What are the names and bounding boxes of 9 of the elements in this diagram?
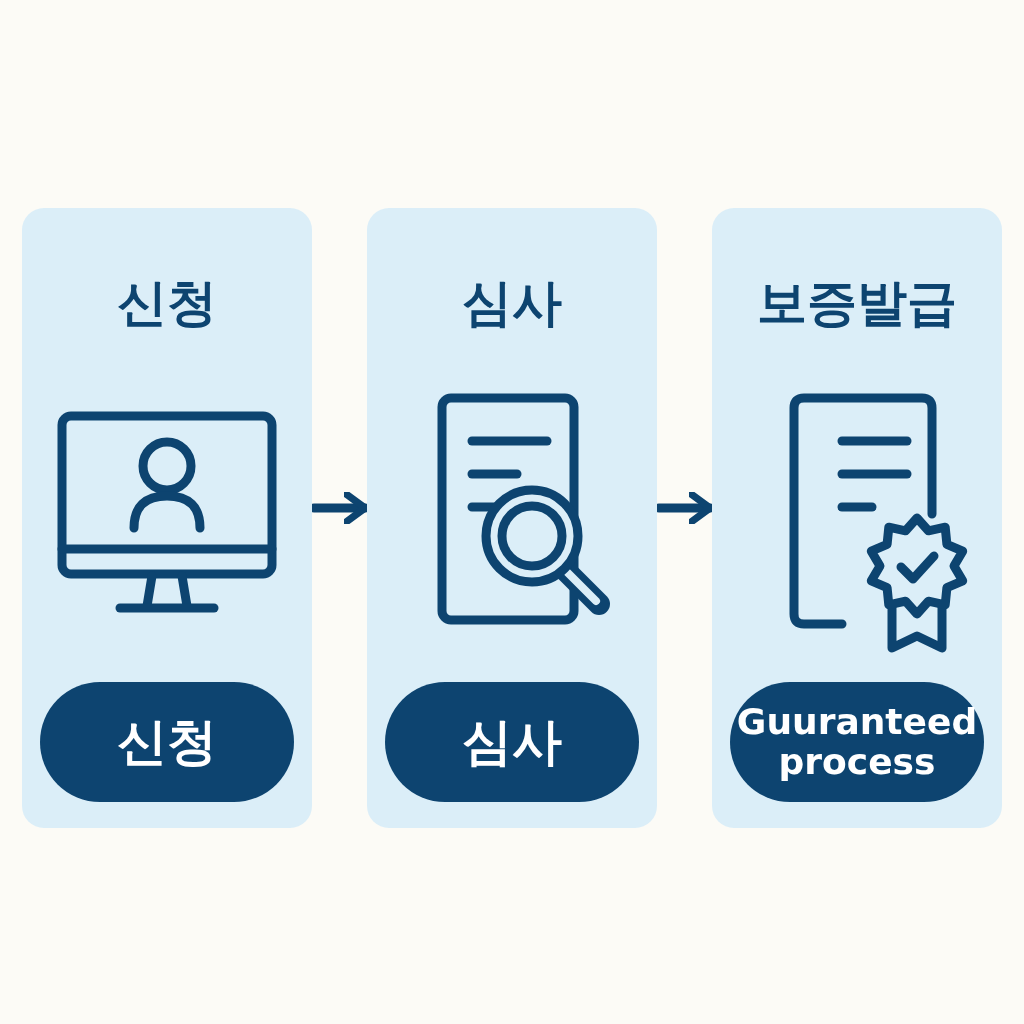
step-label: 신청: [40, 682, 294, 802]
step-card: [712, 208, 1002, 828]
step-title: 심사: [462, 273, 562, 334]
step-title: 신청: [117, 273, 217, 334]
step-label: 심사: [385, 682, 639, 802]
step-title: 보증발급: [757, 273, 957, 334]
step-label: Guuranteed process: [730, 682, 984, 802]
step-card: [367, 208, 657, 828]
step-card: [22, 208, 312, 828]
